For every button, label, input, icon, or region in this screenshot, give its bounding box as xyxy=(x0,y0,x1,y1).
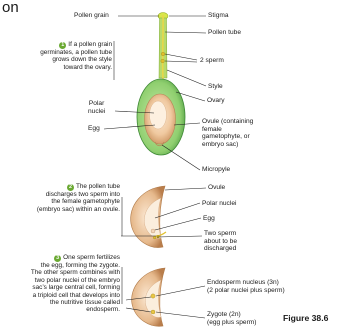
step-3-line-3: The other sperm combines with xyxy=(31,269,120,276)
label-zygote-line-2: (egg plus sperm) xyxy=(207,319,256,327)
ovule-step-2 xyxy=(131,186,166,248)
endosperm-nucleus-shape xyxy=(151,294,155,298)
step-2-line-4: (embryo sac) within an ovule. xyxy=(37,206,120,213)
label-ovule-1: Ovule (containing female gametophyte, or… xyxy=(202,118,253,148)
sperm-cell xyxy=(161,59,165,63)
label-two-sperm-discharged: Two sperm about to be discharged xyxy=(204,230,237,253)
label-style: Style xyxy=(208,83,223,91)
step-1-line-2: germinates, a pollen tube xyxy=(40,49,112,56)
step-3-line-7: the nutritive tissue called xyxy=(31,299,120,306)
leader-micropyle xyxy=(162,145,200,170)
label-ovule-1-line-2: female xyxy=(202,126,253,134)
label-polar-nuclei-1: Polar nuclei xyxy=(88,100,105,115)
label-two-sperm-line-2: about to be xyxy=(204,238,237,246)
step-3-line-4: two polar nuclei of the embryo xyxy=(31,277,120,284)
step-3-badge: 3 xyxy=(54,255,61,262)
step-3-line-6: a triploid cell that develops into xyxy=(31,292,120,299)
step-3-line-5: sac’s large central cell, forming xyxy=(31,284,120,291)
sperm-cell xyxy=(161,52,165,56)
step-3-line-2: the egg, forming the zygote. xyxy=(31,262,120,269)
label-zygote: Zygote (2n) (egg plus sperm) xyxy=(207,311,256,326)
label-polar-nuclei-2: Polar nuclei xyxy=(202,200,236,208)
leader-sperm-b xyxy=(165,61,197,62)
label-endosperm-line-2: (2 polar nuclei plus sperm) xyxy=(207,287,285,295)
label-endosperm-nucleus: Endosperm nucleus (3n) (2 polar nuclei p… xyxy=(207,279,285,294)
label-pollen-tube: Pollen tube xyxy=(208,29,241,37)
step-2-line-2: discharges two sperm into xyxy=(37,191,120,198)
step-2-line-3: the female gametophyte xyxy=(37,198,120,205)
label-micropyle: Micropyle xyxy=(202,166,230,174)
leader-endosperm-b xyxy=(156,286,205,296)
zygote-shape xyxy=(151,310,155,314)
label-ovule-1-line-1: Ovule (containing xyxy=(202,118,253,126)
step-2-badge: 2 xyxy=(67,184,74,191)
label-ovary: Ovary xyxy=(207,97,225,105)
step-1-line-4: toward the ovary. xyxy=(40,64,112,71)
step-1-line-3: grows down the style xyxy=(40,56,112,63)
step-1-badge: 1 xyxy=(59,42,66,49)
leader-pollen-tube xyxy=(165,32,206,33)
label-stigma: Stigma xyxy=(208,12,229,20)
step-3-line-8: endosperm. xyxy=(31,306,120,313)
egg-cell xyxy=(151,229,155,233)
label-egg-1: Egg xyxy=(88,125,100,133)
label-two-sperm-line-3: discharged xyxy=(204,245,237,253)
leader-polar-nuclei-2 xyxy=(155,203,200,218)
sperm-cell xyxy=(157,235,160,238)
figure-label: Figure 38.6 xyxy=(283,313,328,323)
label-polar-nuclei-1-line-2: nuclei xyxy=(88,108,105,116)
leader-sperm-a xyxy=(165,54,197,60)
label-ovule-1-line-4: embryo sac) xyxy=(202,141,253,149)
leader-egg-2 xyxy=(155,218,201,230)
leader-ovule-2 xyxy=(165,188,206,190)
label-endosperm-line-1: Endosperm nucleus (3n) xyxy=(207,279,285,287)
label-ovule-1-line-3: gametophyte, or xyxy=(202,133,253,141)
step-1-line-1-text: If a pollen grain xyxy=(68,41,112,48)
embryo-sac-shape xyxy=(150,101,167,129)
label-two-sperm: 2 sperm xyxy=(200,57,224,65)
leader-zygote-b xyxy=(156,312,205,318)
step-2-line-1-text: The pollen tube xyxy=(76,183,120,190)
label-two-sperm-line-1: Two sperm xyxy=(204,230,237,238)
step-3-line-1-text: One sperm fertilizes xyxy=(63,254,120,261)
label-ovule-2: Ovule xyxy=(208,184,225,192)
label-zygote-line-1: Zygote (2n) xyxy=(207,311,256,319)
sperm-cell xyxy=(153,236,156,239)
label-pollen-grain: Pollen grain xyxy=(74,12,109,20)
leader-two-sperm-b xyxy=(157,236,202,237)
label-polar-nuclei-1-line-1: Polar xyxy=(88,100,105,108)
flower-carpel xyxy=(137,13,185,155)
label-egg-2: Egg xyxy=(203,215,215,223)
